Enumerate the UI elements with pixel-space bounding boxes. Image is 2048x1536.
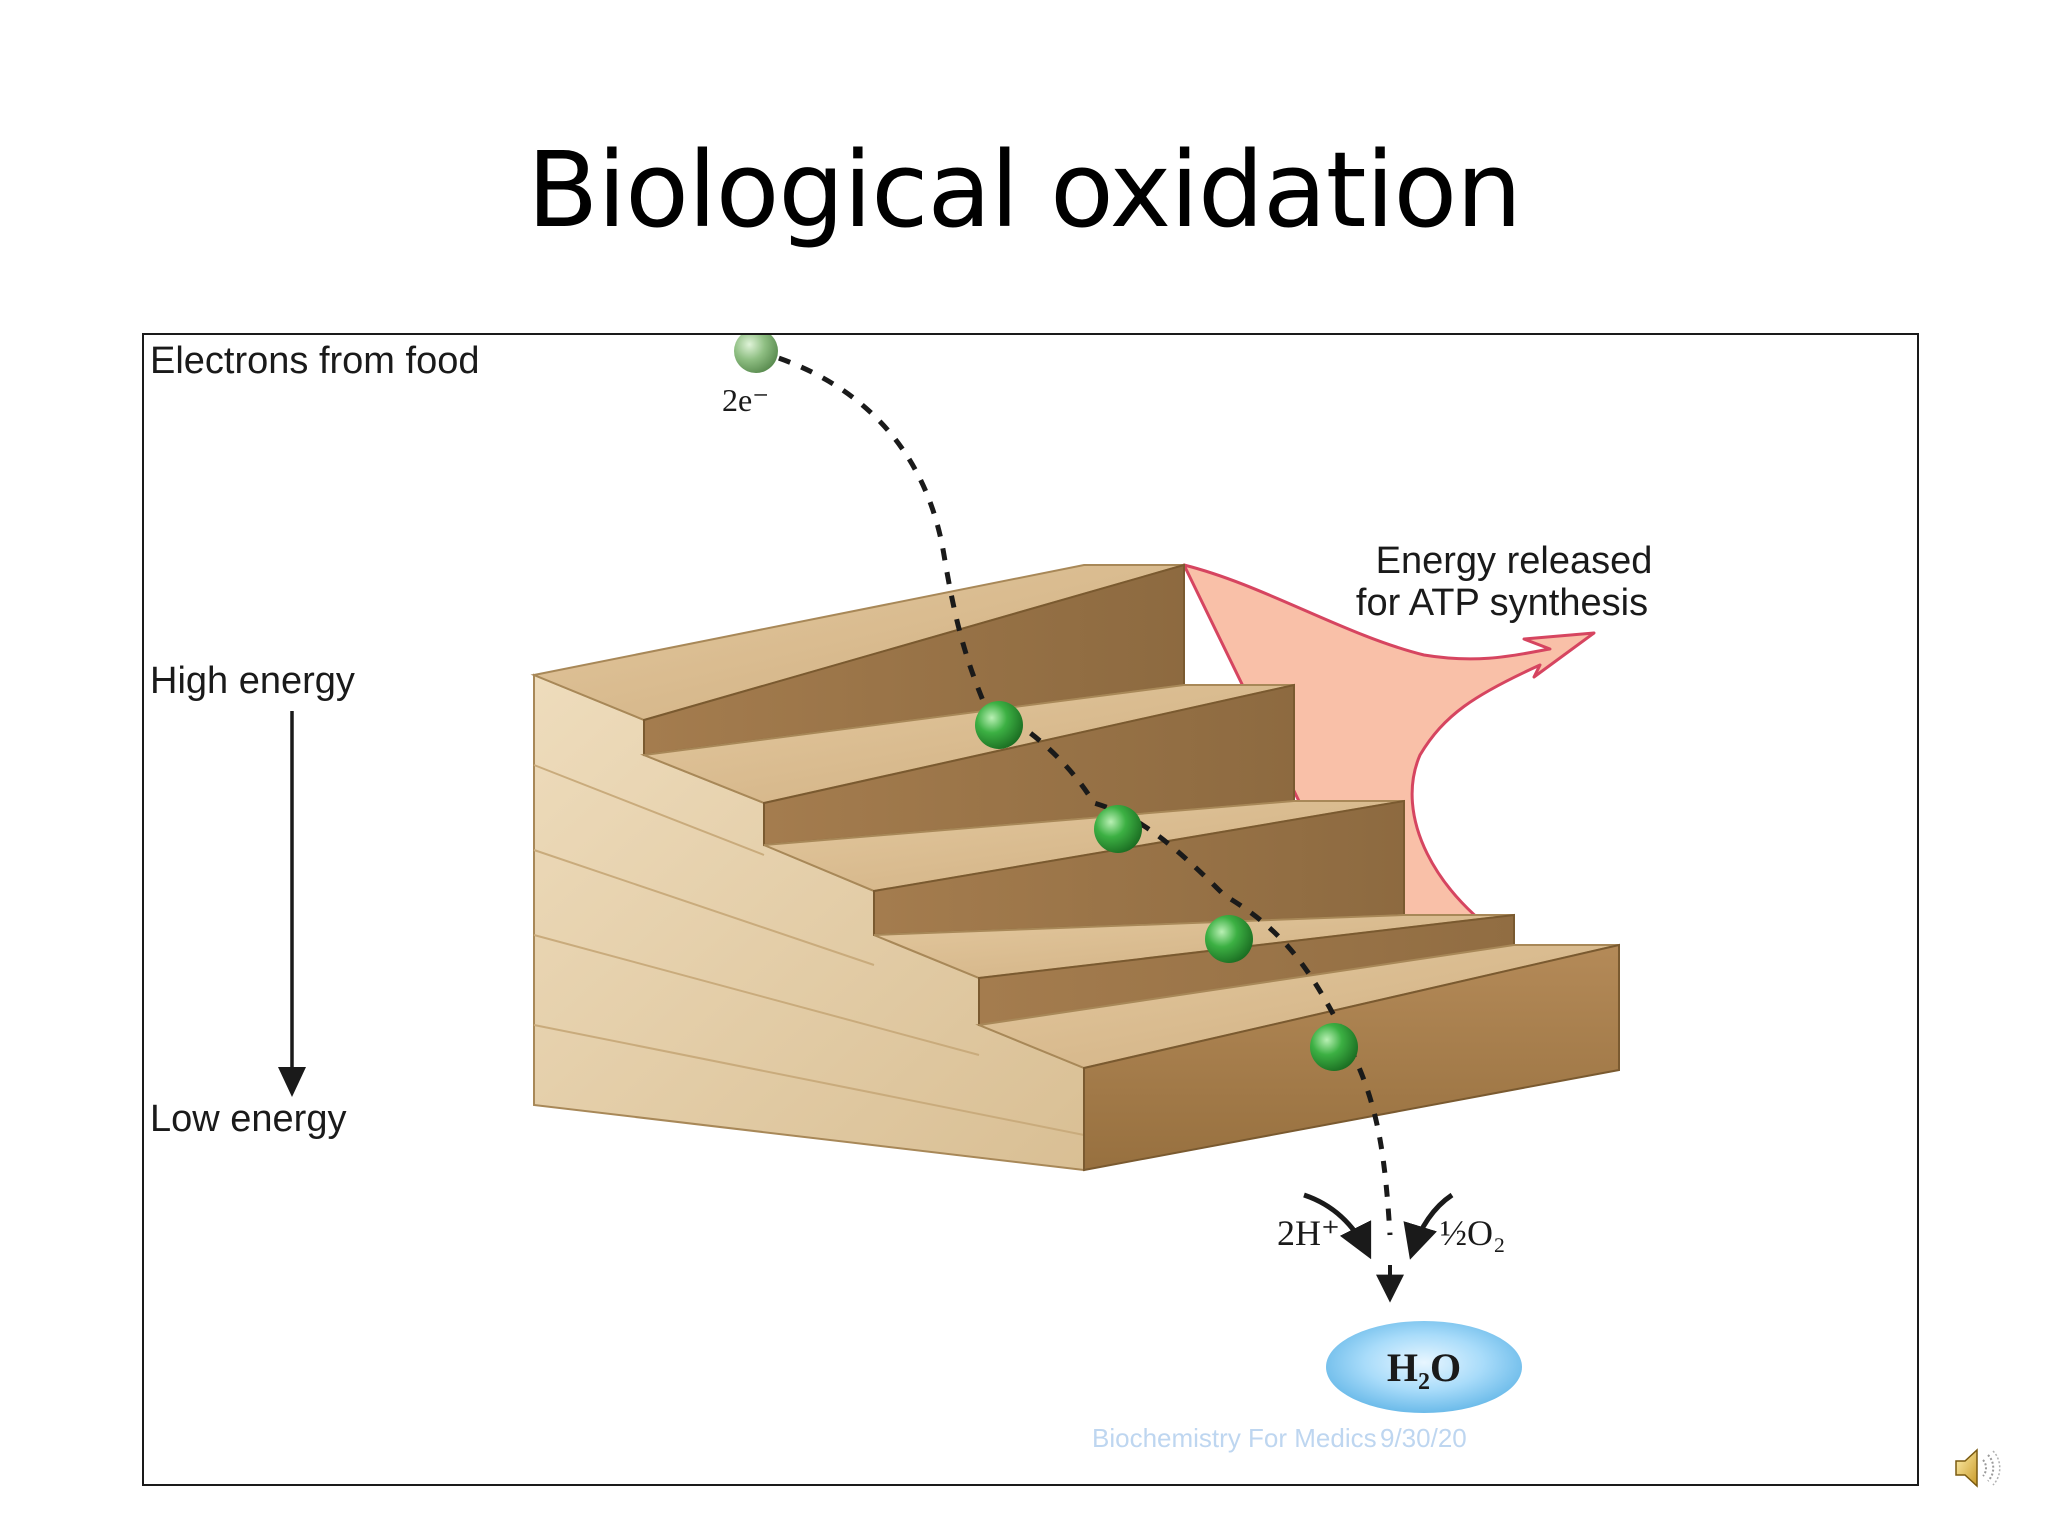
label-2e: 2e⁻ xyxy=(722,382,769,418)
water-blob xyxy=(1326,1321,1522,1413)
figure-frame: Electrons from food High energy Low ener… xyxy=(142,333,1919,1486)
watermark-date: 9/30/20 xyxy=(1380,1423,1467,1453)
label-h2o: H₂O xyxy=(1387,1345,1461,1390)
electron-ball-2 xyxy=(1094,805,1142,853)
proton-arrow xyxy=(1303,1192,1372,1260)
label-electrons-from-food: Electrons from food xyxy=(150,340,479,382)
oxygen-arrow xyxy=(1403,1192,1454,1260)
label-for-atp-synthesis: for ATP synthesis xyxy=(1356,582,1648,624)
label-low-energy: Low energy xyxy=(150,1098,346,1140)
staircase-grain xyxy=(533,764,1085,1136)
slide-title: Biological oxidation xyxy=(527,129,1522,251)
energy-staircase-diagram: Electrons from food High energy Low ener… xyxy=(150,335,1653,1453)
label-half-o2: ½O₂ xyxy=(1440,1213,1506,1253)
label-high-energy: High energy xyxy=(150,660,355,702)
label-2h-plus: 2H⁺ xyxy=(1277,1213,1340,1253)
label-energy-released: Energy released xyxy=(1376,540,1653,582)
energy-axis-arrowhead xyxy=(278,1067,306,1097)
electron-ball-1 xyxy=(975,701,1023,749)
watermark-source: Biochemistry For Medics xyxy=(1092,1423,1377,1453)
electron-ball-4 xyxy=(1310,1023,1358,1071)
electron-ball-start xyxy=(734,335,778,373)
speaker-icon[interactable] xyxy=(1950,1442,2002,1494)
electron-ball-3 xyxy=(1205,915,1253,963)
energy-released-arrow xyxy=(1182,563,1596,947)
